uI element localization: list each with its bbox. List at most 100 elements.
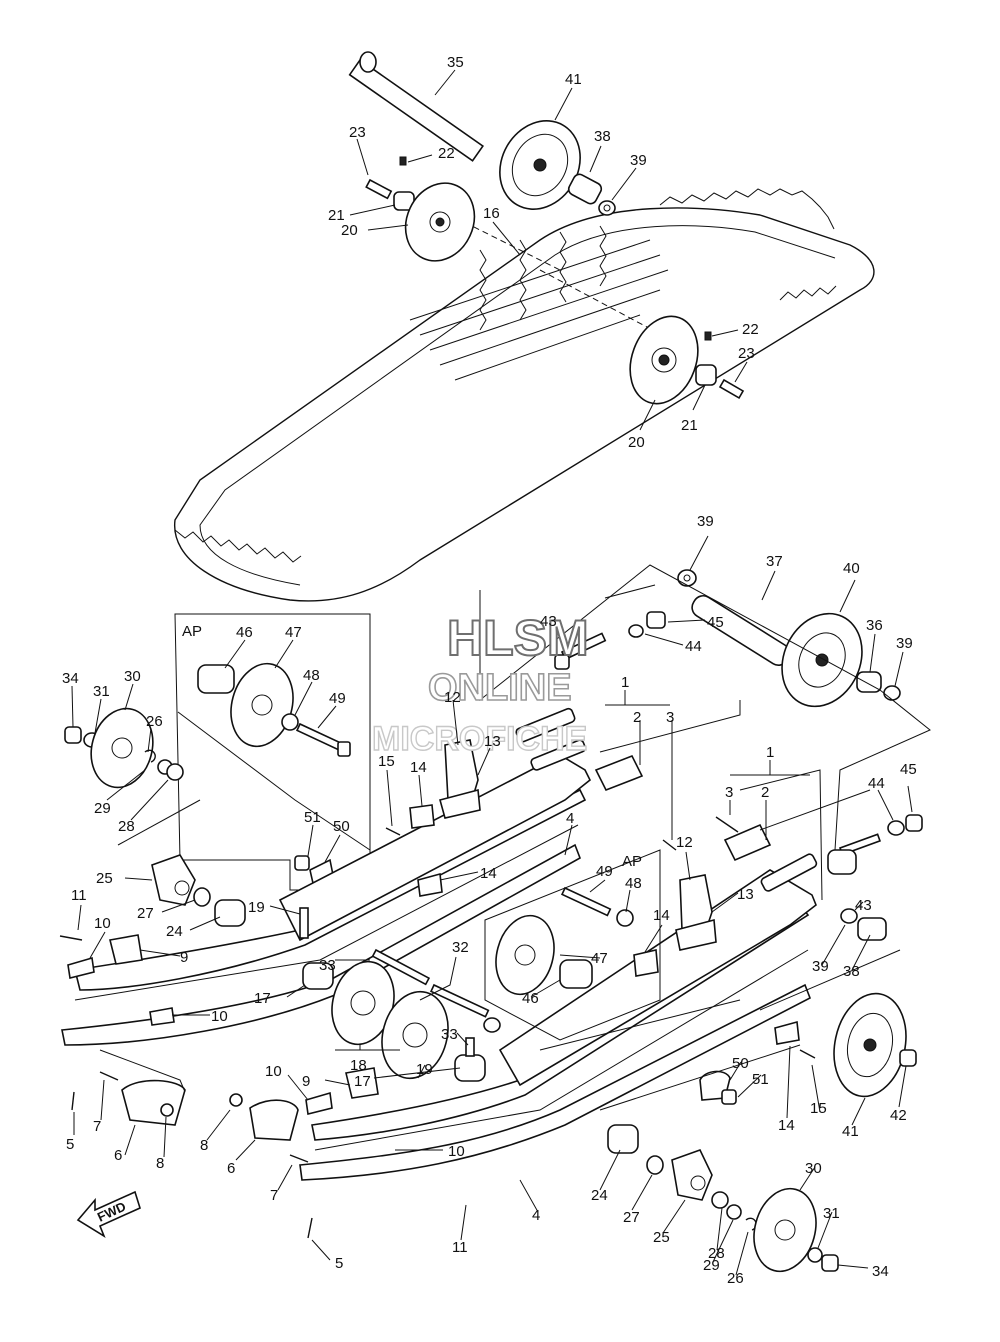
callout-14: 14	[410, 759, 427, 776]
callout-44: 44	[685, 638, 702, 655]
callout-31: 31	[93, 683, 110, 700]
slider-10-left	[67, 956, 95, 979]
wheel-20-right	[629, 315, 699, 405]
washer-31-right	[807, 1247, 823, 1263]
collar-24-left	[214, 899, 246, 927]
setscrew-22-top	[399, 156, 407, 166]
screw-5-left	[71, 1091, 75, 1111]
callout-1: 1	[766, 744, 774, 761]
callout-6: 6	[114, 1147, 122, 1164]
callout-20: 20	[341, 222, 358, 239]
callout-33: 33	[441, 1026, 458, 1043]
callout-27: 27	[623, 1209, 640, 1226]
callout-19: 19	[248, 899, 265, 916]
washer-39-right	[883, 685, 901, 701]
callout-5: 5	[66, 1136, 74, 1153]
bracket-14-left	[409, 804, 435, 829]
callout-47: 47	[285, 624, 302, 641]
stopper-9-left	[109, 934, 143, 965]
wheel-30-left	[90, 707, 154, 789]
callout-41: 41	[842, 1123, 859, 1140]
callout-45: 45	[707, 614, 724, 631]
callout-45: 45	[900, 761, 917, 778]
collar-21-right	[695, 364, 717, 386]
callout-39: 39	[812, 958, 829, 975]
washer-39-top	[598, 200, 616, 216]
callout-50: 50	[333, 818, 350, 835]
slide-rail-right	[299, 853, 818, 1181]
callout-25: 25	[96, 870, 113, 887]
callout-20: 20	[628, 434, 645, 451]
wheel-18-right	[381, 990, 449, 1080]
nut-34-right	[821, 1254, 839, 1272]
wheel-30-right	[753, 1187, 817, 1273]
wheel-47-right	[495, 914, 555, 996]
callout-11: 11	[452, 1239, 468, 1256]
rail-end-6-right	[249, 1099, 299, 1141]
bracket-assy-1-left	[594, 754, 644, 792]
callout-44: 44	[868, 775, 885, 792]
callout-14: 14	[653, 907, 670, 924]
callout-10: 10	[94, 915, 111, 932]
shaft-37	[691, 594, 791, 666]
callout-28: 28	[708, 1245, 725, 1262]
bracket-13-left	[439, 788, 481, 819]
callout-48: 48	[625, 875, 642, 892]
callout-37: 37	[766, 553, 783, 570]
callout-38: 38	[594, 128, 611, 145]
bolt-49-right	[560, 886, 612, 917]
watermark-line-3: MICROFICHE	[372, 720, 587, 758]
bracket-assy-1-right	[723, 823, 772, 862]
callout-3: 3	[666, 709, 674, 726]
callout-11: 11	[71, 887, 87, 904]
callout-29: 29	[94, 800, 111, 817]
callout-12: 12	[444, 689, 461, 706]
callout-2: 2	[761, 784, 769, 801]
washer-48-right	[616, 909, 634, 927]
ring-29-right	[726, 1204, 742, 1220]
callout-18: 18	[350, 1057, 367, 1074]
callout-6: 6	[227, 1160, 235, 1177]
callout-21: 21	[328, 207, 345, 224]
wheel-20-top	[404, 182, 476, 262]
callout-23: 23	[738, 345, 755, 362]
stopper-9-mid	[345, 1067, 379, 1099]
ring-28-left	[166, 763, 184, 781]
callout-43: 43	[855, 897, 872, 914]
wheel-41-lower	[833, 992, 907, 1098]
bracket-14-right	[633, 949, 659, 977]
callout-12: 12	[676, 834, 693, 851]
washer-39-lower	[840, 908, 858, 924]
collar-38-lower	[857, 917, 887, 941]
callout-16: 16	[483, 205, 500, 222]
bolt-33-left	[371, 948, 431, 986]
bolt-3-right	[715, 816, 739, 833]
callout-39: 39	[896, 635, 913, 652]
guide-line-left-wheel	[117, 799, 201, 846]
callout-2: 2	[633, 709, 641, 726]
nut-42	[899, 1049, 917, 1067]
clip-26-left	[144, 749, 156, 763]
callout-10: 10	[265, 1063, 282, 1080]
ring-28-right	[711, 1191, 729, 1209]
collar-46-left	[197, 664, 235, 694]
washer-27-right	[646, 1155, 664, 1175]
washer-39-mid	[677, 569, 697, 587]
washer-48-left	[281, 713, 299, 731]
callout-14: 14	[480, 865, 497, 882]
assembly-guide-lines	[99, 564, 931, 1111]
washer-27-left	[193, 887, 211, 907]
callout-5: 5	[335, 1255, 343, 1272]
callout-13: 13	[737, 886, 754, 903]
bolt-23-right	[718, 378, 745, 400]
fwd-arrow: FWD	[76, 1190, 141, 1238]
callout-24: 24	[166, 923, 183, 940]
bolt-23-top	[365, 178, 393, 200]
track-cleats	[409, 225, 837, 381]
callout-33: 33	[319, 957, 336, 974]
idler-shaft-35	[348, 51, 484, 162]
callout-51: 51	[752, 1071, 769, 1088]
washer-44-right	[887, 820, 905, 836]
nut-51-left	[294, 855, 310, 871]
callout-27: 27	[137, 905, 154, 922]
